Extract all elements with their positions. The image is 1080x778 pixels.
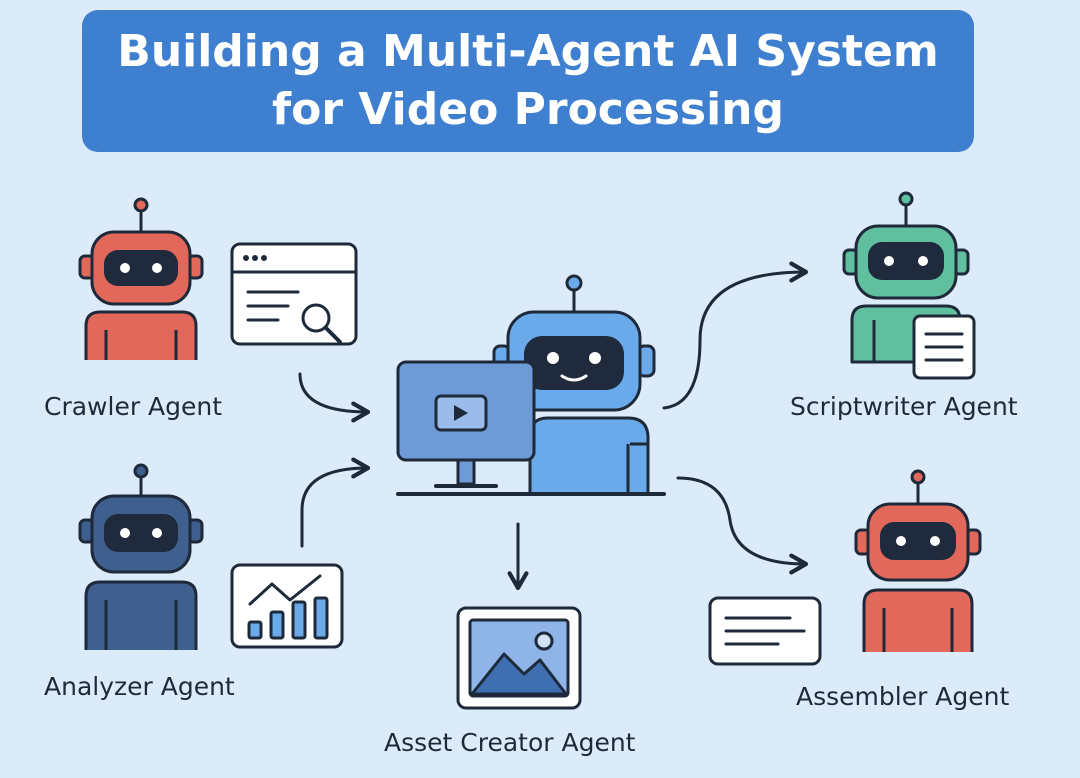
crawler-to-center-arrow <box>298 372 371 423</box>
scriptwriter-agent-label: Scriptwriter Agent <box>790 392 1018 421</box>
document-icon <box>912 314 976 380</box>
crawler-robot-icon <box>78 197 204 360</box>
bar-chart-icon <box>230 563 344 649</box>
center-to-scriptwriter-arrow <box>662 261 809 410</box>
asset-creator-agent-label: Asset Creator Agent <box>384 728 636 757</box>
title-line-2: for Video Processing <box>271 84 784 135</box>
assembler-agent-label: Assembler Agent <box>796 682 1010 711</box>
analyzer-to-center-arrow <box>300 457 371 548</box>
assembler-robot-icon <box>854 469 982 652</box>
analyzer-robot-icon <box>78 463 204 650</box>
browser-search-icon <box>230 242 358 346</box>
analyzer-agent-label: Analyzer Agent <box>44 672 235 701</box>
title-line-1: Building a Multi-Agent AI System <box>117 26 939 77</box>
central-robot-with-video-monitor-icon <box>396 274 666 496</box>
image-frame-icon <box>456 606 582 710</box>
center-to-assembler-arrow <box>676 476 809 575</box>
crawler-agent-label: Crawler Agent <box>44 392 223 421</box>
title-banner: Building a Multi-Agent AI System for Vid… <box>82 10 974 152</box>
text-card-icon <box>708 596 822 666</box>
